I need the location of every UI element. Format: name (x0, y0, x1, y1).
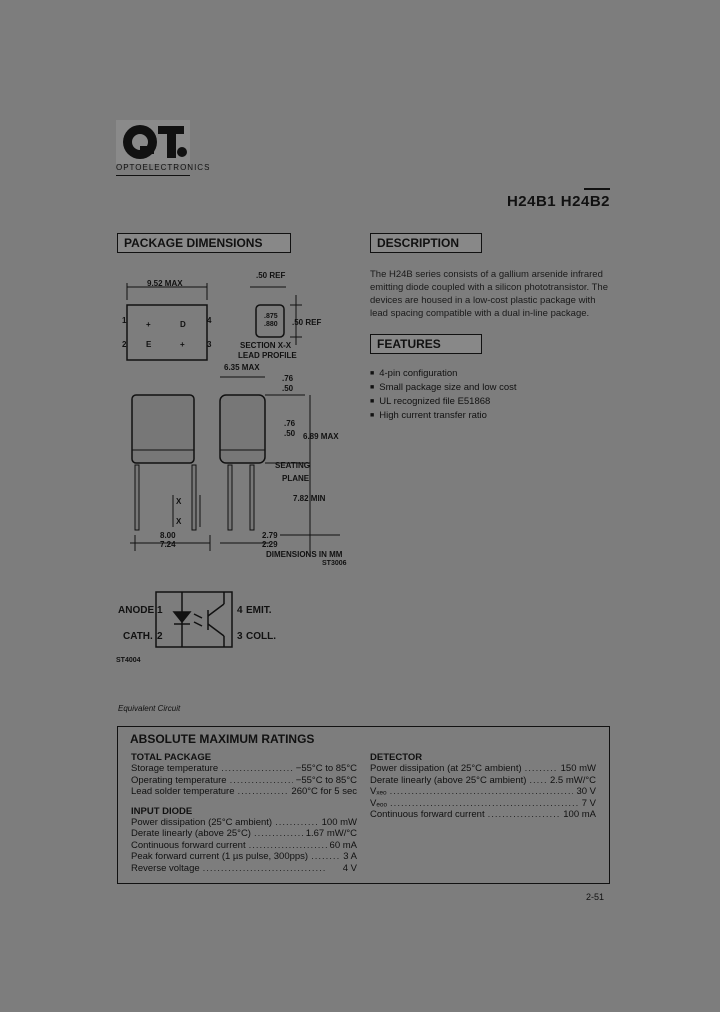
company-logo (116, 120, 190, 170)
dim-279: 2.79 (262, 531, 278, 540)
feature-item: Small package size and low cost (370, 381, 610, 395)
rating-row: Vₓₑₒ....................................… (370, 786, 596, 797)
rating-row: Operating temperature...................… (131, 774, 357, 786)
part-numbers: H24B1 H24B2 (506, 193, 610, 210)
seating-label: SEATING (275, 461, 310, 470)
dim-76-b: .76 (284, 419, 296, 428)
feature-item: High current transfer ratio (370, 409, 610, 423)
mark-plus-2: + (180, 340, 185, 349)
pin-2: 2 (122, 340, 127, 349)
logo-underline (116, 175, 190, 176)
detector-block: DETECTOR Power dissipation (at 25°C ambi… (370, 752, 596, 821)
dim-76-a: .76 (282, 374, 294, 383)
rating-row: Power dissipation (25°C ambient)........… (131, 816, 357, 828)
mark-plus-1: + (146, 320, 151, 329)
description-text: The H24B series consists of a gallium ar… (370, 269, 608, 319)
feature-item: UL recognized file E51868 (370, 395, 610, 409)
total-package-title: TOTAL PACKAGE (131, 752, 212, 763)
dim-229: 2.29 (262, 540, 278, 549)
section-label: SECTION X-X (240, 341, 292, 350)
x-left: X (176, 517, 182, 526)
lead-profile-label: LEAD PROFILE (238, 351, 297, 360)
circuit-pin-4: 4 (237, 605, 243, 616)
circuit-pin-2: 2 (157, 631, 163, 642)
package-dimensions-header: PACKAGE DIMENSIONS (117, 233, 291, 253)
dim-635: 6.35 MAX (224, 363, 260, 372)
ratings-title: ABSOLUTE MAXIMUM RATINGS (130, 732, 315, 746)
header-rule (584, 188, 610, 190)
pin-3: 3 (207, 340, 212, 349)
mark-d: D (180, 320, 186, 329)
equivalent-circuit-drawing (155, 591, 233, 648)
rating-row: Lead solder temperature.................… (131, 786, 357, 797)
dim-782: 7.82 MIN (293, 494, 326, 503)
circuit-pin-3: 3 (237, 631, 243, 642)
detector-title: DETECTOR (370, 752, 423, 763)
rating-row: Continuous forward current..............… (131, 839, 357, 851)
plane-label: PLANE (282, 474, 310, 483)
circuit-caption: Equivalent Circuit (118, 704, 181, 713)
dim-50ref-top: .50 REF (256, 271, 286, 280)
dim-880: .880 (264, 321, 278, 328)
rating-row: Storage temperature.....................… (131, 763, 357, 774)
package-drawing (126, 283, 340, 555)
page-number: 2-51 (586, 892, 605, 902)
rating-row: Reverse voltage.........................… (131, 862, 357, 874)
drawing-code: ST3006 (322, 560, 347, 567)
circuit-code: ST4004 (116, 657, 141, 664)
description-header: DESCRIPTION (370, 233, 482, 253)
dim-50-a: .50 (282, 384, 294, 393)
dim-800: 8.00 (160, 531, 176, 540)
features-list: 4-pin configuration Small package size a… (370, 367, 610, 423)
rating-row: Peak forward current (1 µs pulse, 300pps… (131, 851, 357, 862)
cathode-label: CATH. (123, 631, 153, 642)
circuit-pin-1: 1 (157, 605, 163, 616)
pin-4: 4 (207, 316, 212, 325)
anode-label: ANODE (118, 605, 155, 616)
x-right: X (176, 497, 182, 506)
rating-row: Derate linearly (above 25°C)............… (131, 828, 357, 839)
dim-952: 9.52 MAX (147, 279, 183, 288)
collector-label: COLL. (246, 631, 276, 642)
dim-50-b: .50 (284, 429, 296, 438)
rating-row: Derate linearly (above 25°C ambient)....… (370, 774, 596, 786)
feature-item: 4-pin configuration (370, 367, 610, 381)
dim-689: 6.89 MAX (303, 432, 339, 441)
dim-50ref-side: .50 REF (292, 318, 322, 327)
total-package-block: TOTAL PACKAGE Storage temperature.......… (131, 752, 357, 874)
rating-row: Power dissipation (at 25°C ambient).....… (370, 763, 596, 774)
rating-row: Continuous forward current..............… (370, 809, 596, 820)
pin-1: 1 (122, 316, 127, 325)
features-header: FEATURES (370, 334, 482, 354)
dim-724: 7.24 (160, 540, 176, 549)
emitter-label: EMIT. (246, 605, 272, 616)
mark-e: E (146, 340, 152, 349)
units-label: DIMENSIONS IN MM (266, 550, 343, 559)
rating-row: Vₑₒₒ....................................… (370, 797, 596, 809)
dim-875: .875 (264, 313, 278, 320)
company-subtitle: OPTOELECTRONICS (116, 163, 211, 172)
ratings-box (117, 726, 610, 884)
input-diode-title: INPUT DIODE (131, 805, 193, 817)
